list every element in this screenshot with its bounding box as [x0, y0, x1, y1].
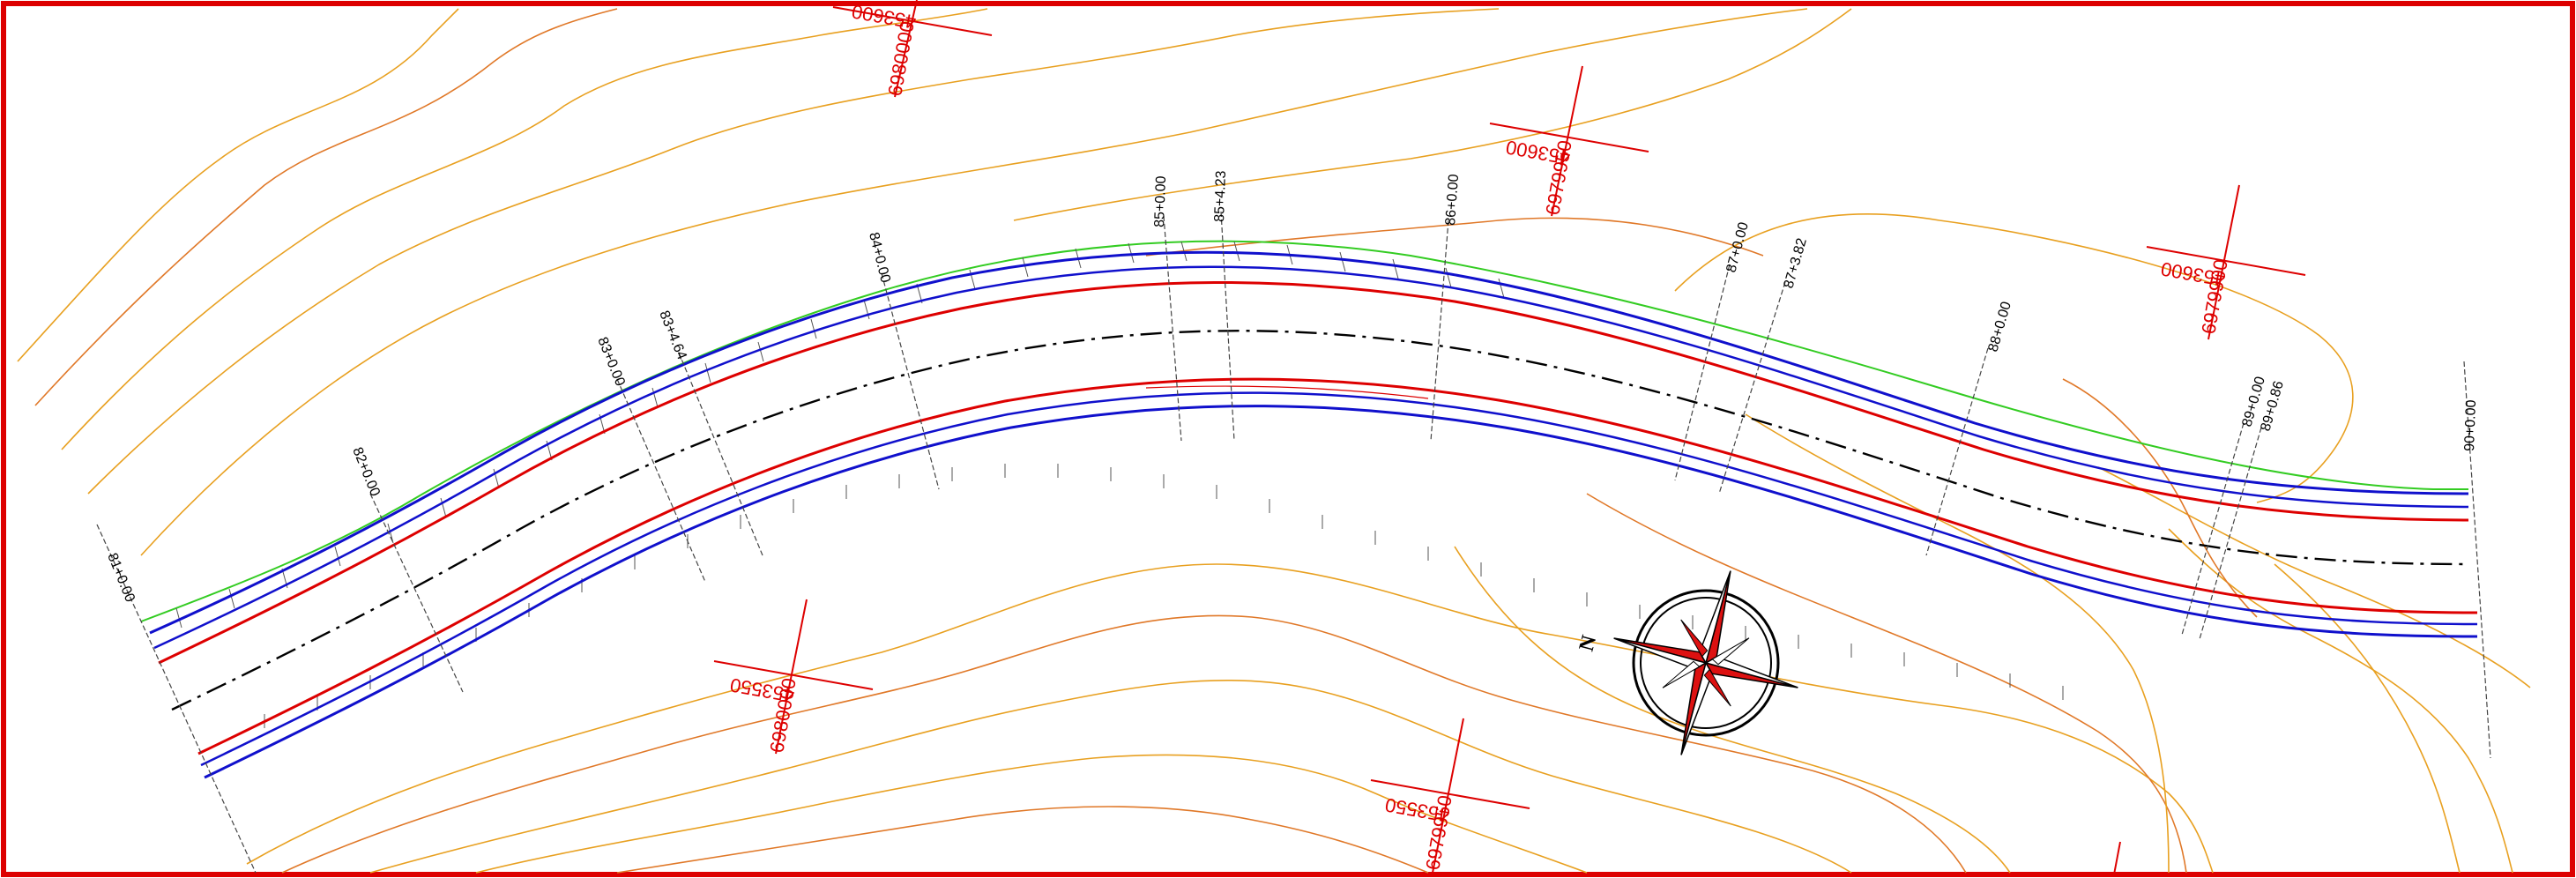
- existing-edge-line: [140, 240, 2468, 622]
- right-edge-red: [197, 377, 2478, 755]
- station-label: 86+0.00: [1443, 174, 1462, 226]
- station-label: 88+0.00: [1986, 300, 2014, 353]
- station-label: 82+0.00: [349, 445, 383, 498]
- right-outer-edge-blue: [204, 405, 2478, 779]
- station-label: 85+4.23: [1212, 170, 1229, 222]
- station-label: 87+3.82: [1782, 236, 1810, 290]
- station-label: 81+0.00: [104, 551, 138, 604]
- centerline: [171, 330, 2469, 711]
- station-label: 85+0.00: [1152, 175, 1169, 227]
- grid-ticks: [713, 0, 2306, 875]
- left-outer-edge-blue: [149, 250, 2469, 635]
- grid-northing-label: 6980000: [883, 19, 918, 98]
- road-edges: [149, 250, 2478, 779]
- right-inner-edge-blue: [200, 391, 2478, 767]
- grid-labels: 453600 6980000 453600 6979950 453600 697…: [728, 0, 2232, 872]
- cut-hatch: [175, 241, 2064, 728]
- station-label: 83+4.64: [656, 309, 689, 361]
- station-label: 83+0.00: [594, 335, 628, 388]
- left-edge-red: [158, 281, 2469, 665]
- north-label: N: [1575, 632, 1602, 653]
- terrain-contours: [17, 8, 2531, 874]
- station-label: 87+0.00: [1724, 220, 1752, 274]
- left-inner-edge-blue: [153, 265, 2469, 650]
- station-label: 90+0.00: [2462, 399, 2479, 451]
- north-arrow-compass-icon: [1613, 570, 1798, 755]
- station-lines: [96, 211, 2491, 874]
- station-label: 84+0.00: [866, 231, 893, 285]
